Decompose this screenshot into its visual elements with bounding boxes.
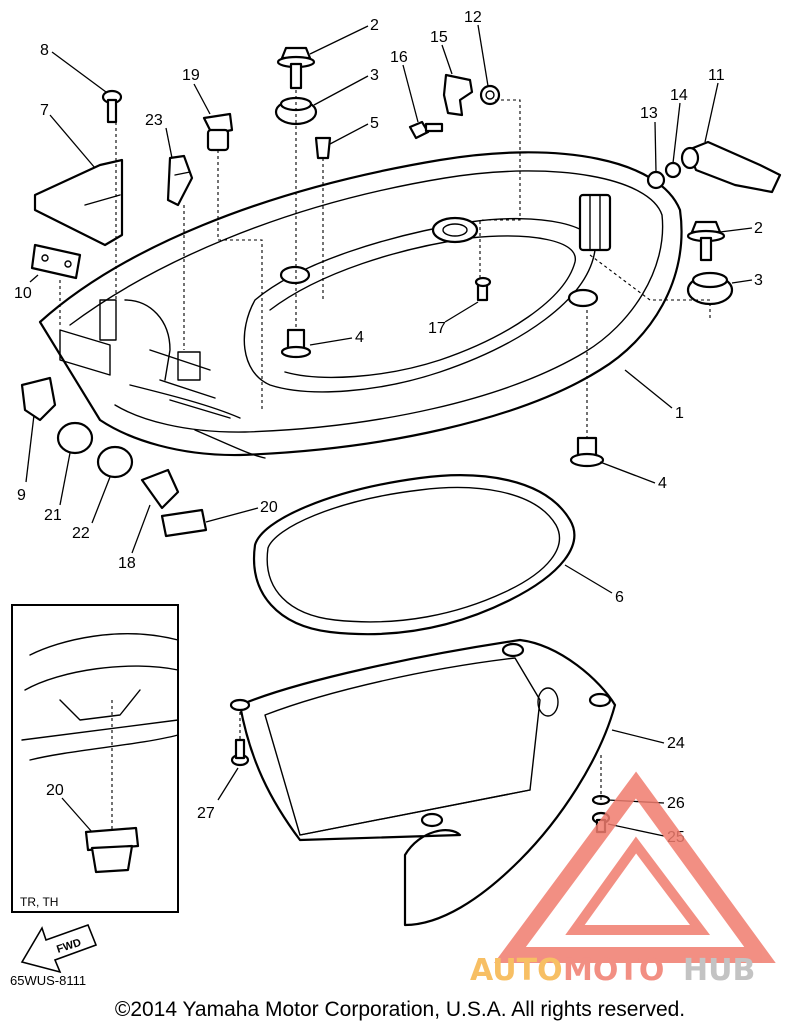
leader-lines [25, 24, 753, 837]
part-5-clip [314, 136, 332, 160]
part-6-seal [252, 474, 576, 636]
callout-23: 23 [145, 112, 163, 129]
callout-4-top: 4 [355, 329, 364, 346]
part-4-collar-bottom [569, 436, 605, 468]
part-16-screw [408, 120, 444, 140]
part-23-clip [166, 154, 194, 207]
part-17-screw [474, 276, 492, 302]
part-10-plate [30, 243, 82, 280]
callout-22: 22 [72, 525, 90, 542]
callout-11: 11 [708, 67, 725, 84]
callout-27: 27 [197, 805, 215, 822]
part-9-latch [20, 376, 57, 422]
part-18-plug [140, 468, 180, 510]
callout-8: 8 [40, 42, 49, 59]
callout-16: 16 [390, 49, 408, 66]
catalog-code: 65WUS-8111 [10, 973, 87, 988]
watermark-logo: AUTO MOTO HUB [470, 771, 776, 988]
part-2-bolt-top [276, 46, 316, 90]
callout-1: 1 [675, 405, 684, 422]
part-14-ring [664, 161, 682, 179]
part-19-grommet [202, 112, 234, 152]
callout-17: 17 [428, 320, 446, 337]
callout-14: 14 [670, 87, 688, 104]
callout-24: 24 [667, 735, 685, 752]
part-2-bolt-right [686, 220, 726, 262]
part-3-grommet-right [686, 271, 734, 306]
part-8-bolt [101, 89, 123, 124]
callout-3-right: 3 [754, 272, 763, 289]
callout-4-bottom: 4 [658, 475, 667, 492]
callout-5: 5 [370, 115, 379, 132]
part-20-grommet [160, 508, 208, 538]
callout-2-right: 2 [754, 220, 763, 237]
inset-detail: TR, TH [11, 604, 179, 913]
callout-12: 12 [464, 9, 482, 26]
alignment-lines [59, 90, 711, 800]
callout-9: 9 [17, 487, 26, 504]
part-15-bracket [442, 73, 474, 117]
callout-15: 15 [430, 29, 448, 46]
callout-10: 10 [14, 285, 32, 302]
callout-20-inset: 20 [46, 782, 64, 799]
inset-label: TR, TH [20, 895, 58, 909]
part-21-plug [56, 421, 94, 455]
watermark-text-2: MOTO [563, 953, 664, 988]
copyright-notice: ©2014 Yamaha Motor Corporation, U.S.A. A… [114, 998, 686, 1021]
callout-numbers: 1 2 2 3 3 4 4 5 6 7 8 9 10 11 12 13 14 1… [14, 9, 763, 846]
fwd-arrow: FWD [20, 923, 98, 974]
callout-20: 20 [260, 499, 278, 516]
part-7-bracket [33, 158, 124, 247]
part-12-bushing [479, 84, 501, 106]
watermark-text-3: HUB [683, 953, 755, 988]
callout-7: 7 [40, 102, 49, 119]
callout-21: 21 [44, 507, 62, 524]
callout-13: 13 [640, 105, 658, 122]
callout-19: 19 [182, 67, 200, 84]
callout-26: 26 [667, 795, 685, 812]
callout-18: 18 [118, 555, 136, 572]
part-11-lever [680, 140, 782, 194]
watermark-text-1: AUTO [470, 953, 563, 988]
callout-2-top: 2 [370, 17, 379, 34]
part-13-bushing [646, 170, 666, 190]
part-27-bolt [230, 738, 250, 767]
part-4-collar-top [280, 328, 312, 359]
callout-3-top: 3 [370, 67, 379, 84]
part-24-under-cover [229, 638, 617, 927]
part-22-plug [96, 445, 134, 479]
part-1-bottom-cowling [38, 151, 683, 459]
callout-6: 6 [615, 589, 624, 606]
